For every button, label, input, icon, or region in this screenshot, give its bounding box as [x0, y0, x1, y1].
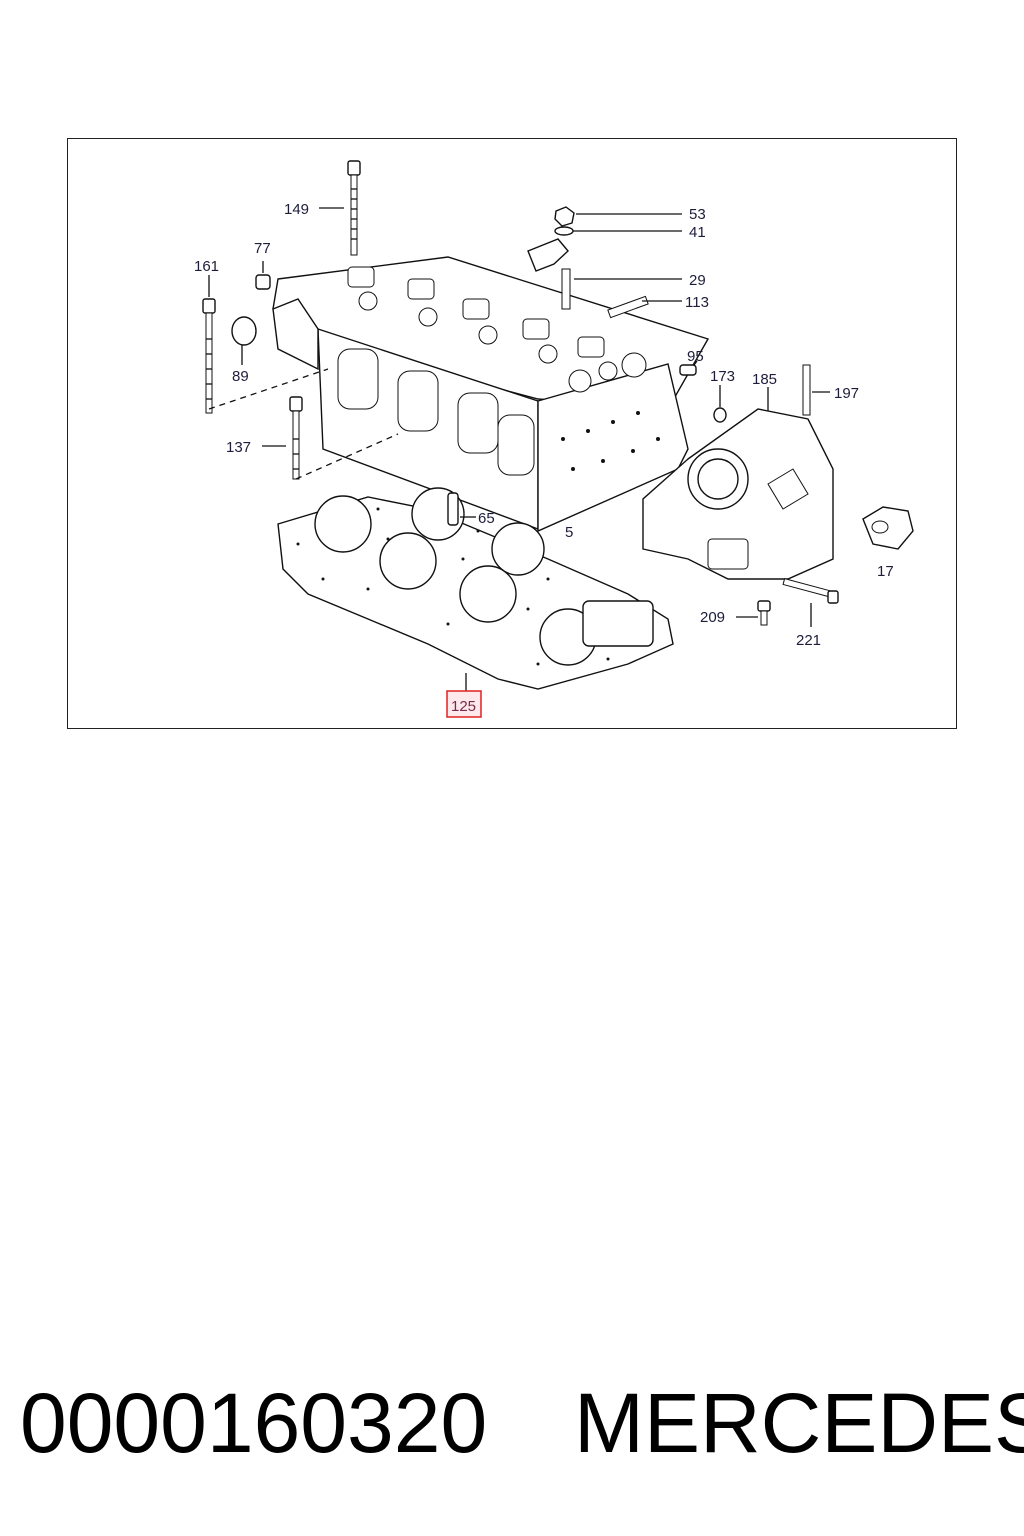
bolt-161	[202, 298, 216, 414]
cap-89	[231, 316, 257, 346]
callout-95: 95	[687, 348, 704, 365]
cylinder-head-part	[272, 256, 710, 533]
pin-65	[447, 492, 459, 526]
callout-17: 17	[877, 563, 894, 580]
callout-209: 209	[700, 609, 725, 626]
callout-161: 161	[194, 258, 219, 275]
callout-113: 113	[685, 294, 709, 311]
bracket-29	[527, 238, 571, 310]
callout-41: 41	[689, 224, 706, 241]
callout-221: 221	[796, 632, 821, 649]
timing-cover-part	[642, 408, 834, 580]
product-caption: 0000160320 MERCEDES	[0, 1368, 1024, 1478]
brand-name: MERCEDES	[574, 1376, 1024, 1470]
plug-77	[255, 274, 271, 290]
callout-labels: 149 77 161 89 137 53 41 29 113 95 173 18…	[194, 201, 894, 718]
callout-29: 29	[689, 272, 706, 289]
callout-197: 197	[834, 385, 859, 402]
stud-113	[607, 295, 649, 319]
oring-173	[713, 407, 727, 423]
head-gasket-part	[277, 487, 674, 690]
parts-diagram-frame: 149 77 161 89 137 53 41 29 113 95 173 18…	[67, 138, 957, 729]
bolt-221	[782, 578, 839, 604]
bolt-149	[347, 160, 361, 256]
sensor-part	[862, 506, 914, 550]
dowel-95	[679, 364, 697, 376]
bolt-137	[289, 396, 303, 480]
callout-65: 65	[478, 510, 495, 527]
callout-149: 149	[284, 201, 309, 218]
callout-125-highlight-box	[446, 690, 482, 718]
callout-53: 53	[689, 206, 706, 223]
callout-173: 173	[710, 368, 735, 385]
bolt-209	[757, 600, 771, 626]
callout-77: 77	[254, 240, 271, 257]
stud-197	[802, 364, 811, 416]
cylinder-head-exploded-diagram: 149 77 161 89 137 53 41 29 113 95 173 18…	[194, 160, 914, 718]
callout-185: 185	[752, 371, 777, 388]
callout-137: 137	[226, 439, 251, 456]
callout-89: 89	[232, 368, 249, 385]
callout-5: 5	[565, 524, 573, 541]
leader-lines	[208, 207, 830, 691]
callout-125: 125	[451, 698, 476, 715]
nut-53	[554, 206, 575, 227]
washer-41	[554, 226, 574, 236]
part-number: 0000160320	[20, 1376, 488, 1470]
